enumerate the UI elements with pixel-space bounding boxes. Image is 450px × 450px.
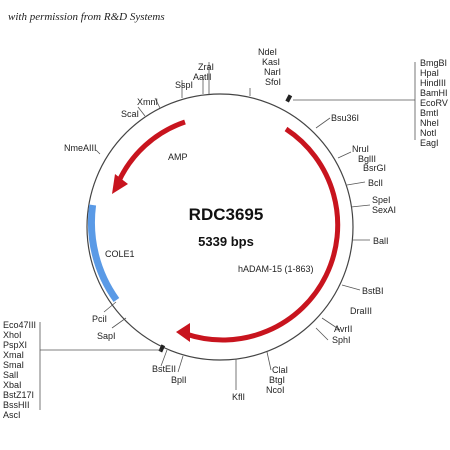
amp-label: AMP [168, 152, 188, 162]
site-scai: ScaI [121, 109, 139, 119]
site-bsrgi: BsrGI [363, 163, 386, 173]
mcs1-marker [285, 94, 293, 103]
site-bsshii: BssHII [3, 400, 30, 410]
site-btgi: BtgI [269, 375, 285, 385]
cole1-feature [87, 204, 120, 303]
cole1-label: COLE1 [105, 249, 135, 259]
site-bglii: BglII [358, 154, 376, 164]
site-nhei: NheI [420, 118, 439, 128]
site-sexai: SexAI [372, 205, 396, 215]
site-eagi: EagI [420, 138, 439, 148]
site-zrai: ZraI [198, 62, 214, 72]
site-bali: BalI [373, 236, 389, 246]
site-nari: NarI [264, 67, 281, 77]
mcs1-site-list: BmgBI HpaI HindIII BamHI EcoRV BmtI NheI… [420, 58, 448, 148]
site-kasi: KasI [262, 57, 280, 67]
site-bamhi: BamHI [420, 88, 448, 98]
plasmid-name: RDC3695 [189, 205, 264, 224]
mcs2-site-list: Eco47III XhoI PspXI XmaI SmaI SalI XbaI … [3, 320, 36, 420]
site-clai: ClaI [272, 365, 288, 375]
plasmid-size: 5339 bps [198, 234, 254, 249]
amp-arrow [115, 119, 186, 185]
site-bmgbi: BmgBI [420, 58, 447, 68]
site-noti: NotI [420, 128, 437, 138]
site-nrui: NruI [352, 144, 369, 154]
site-sspi: SspI [175, 80, 193, 90]
site-aatii: AatII [193, 72, 212, 82]
site-bsteii: BstEII [152, 364, 176, 374]
backbone-circle [86, 93, 354, 361]
site-bstbi: BstBI [362, 286, 384, 296]
site-kfli: KflI [232, 392, 245, 402]
site-sali: SalI [3, 370, 19, 380]
mcs2-marker [158, 344, 166, 353]
site-asci: AscI [3, 410, 21, 420]
site-hpai: HpaI [420, 68, 439, 78]
site-xmai: XmaI [3, 350, 24, 360]
credit-text: with permission from R&D Systems [8, 11, 165, 23]
site-eco47iii: Eco47III [3, 320, 36, 330]
site-bpli: BplI [171, 375, 187, 385]
insert-arrowhead [176, 323, 190, 342]
site-xhoi: XhoI [3, 330, 22, 340]
site-pcii: PciI [92, 314, 107, 324]
site-pspxi: PspXI [3, 340, 27, 350]
site-ecorv: EcoRV [420, 98, 448, 108]
site-bmti: BmtI [420, 108, 439, 118]
site-avrii: AvrII [334, 324, 352, 334]
site-ndei: NdeI [258, 47, 277, 57]
site-draiii: DraIII [350, 306, 372, 316]
site-sfoi: SfoI [265, 77, 281, 87]
amp-arrowhead [112, 174, 128, 194]
site-ticks [39, 62, 416, 410]
site-bstz17i: BstZ17I [3, 390, 34, 400]
site-sapi: SapI [97, 331, 116, 341]
insert-label: hADAM-15 (1-863) [238, 264, 314, 274]
site-spei: SpeI [372, 195, 391, 205]
site-hindiii: HindIII [420, 78, 446, 88]
site-xmni: XmnI [137, 97, 158, 107]
site-bcli: BclI [368, 178, 383, 188]
site-nmeaiii: NmeAIII [64, 143, 97, 153]
site-ncoi: NcoI [266, 385, 285, 395]
insert-arrow [185, 126, 341, 343]
site-bsu36i: Bsu36I [331, 113, 359, 123]
site-xbai: XbaI [3, 380, 22, 390]
site-smai: SmaI [3, 360, 24, 370]
site-sphi: SphI [332, 335, 351, 345]
